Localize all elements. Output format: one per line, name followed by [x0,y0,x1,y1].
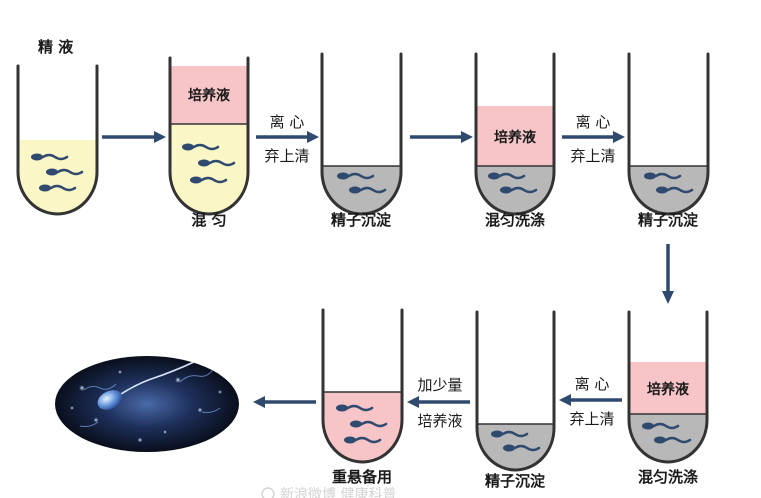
sperm-microscope-image [55,356,239,452]
tube-wash: 培养液 [476,54,554,214]
arrow-3 [410,131,473,143]
arrow-7 [407,396,470,408]
arrow-down [662,244,674,304]
step-centrifuge-label: 离 心 [270,113,305,131]
step-discard-label: 弃上清 [570,147,615,165]
medium-label: 培养液 [188,87,231,104]
step-centrifuge-label: 离 心 [575,375,610,393]
step-centrifuge-label: 离 心 [576,113,611,131]
arrow-1 [102,131,166,143]
tube-resuspended [323,310,402,462]
watermark-text: 新浪微博 健康科普 [280,486,396,498]
tube-mix: 培养液 [170,58,248,214]
caption-resuspended: 重悬备用 [332,468,392,486]
pellet-layer [476,166,554,214]
caption-mix: 混 匀 [191,211,226,229]
step-add-label: 加少量 [417,376,462,394]
step-discard-label: 弃上清 [569,410,614,428]
medium-label: 培养液 [494,129,537,146]
caption-pellet: 精子沉淀 [485,472,546,490]
caption-pellet: 精子沉淀 [638,211,699,229]
tube-pellet [322,54,401,214]
tube-wash: 培养液 [629,312,707,462]
medium-label: 培养液 [647,381,690,398]
caption-pellet: 精子沉淀 [331,211,392,229]
title-label: 精 液 [38,38,74,56]
caption-wash: 混匀洗涤 [485,211,545,229]
step-medium-label: 培养液 [417,412,462,430]
caption-wash: 混匀洗涤 [638,468,698,486]
arrow-6 [559,394,622,406]
arrow-2 [256,131,319,143]
tube-pellet [477,312,554,470]
arrow-8 [253,396,316,408]
tube-pellet [629,54,708,214]
arrow-4 [562,131,625,143]
tube-semen [18,66,97,214]
watermark: 新浪微博 健康科普 [262,486,396,498]
step-discard-label: 弃上清 [264,147,309,165]
